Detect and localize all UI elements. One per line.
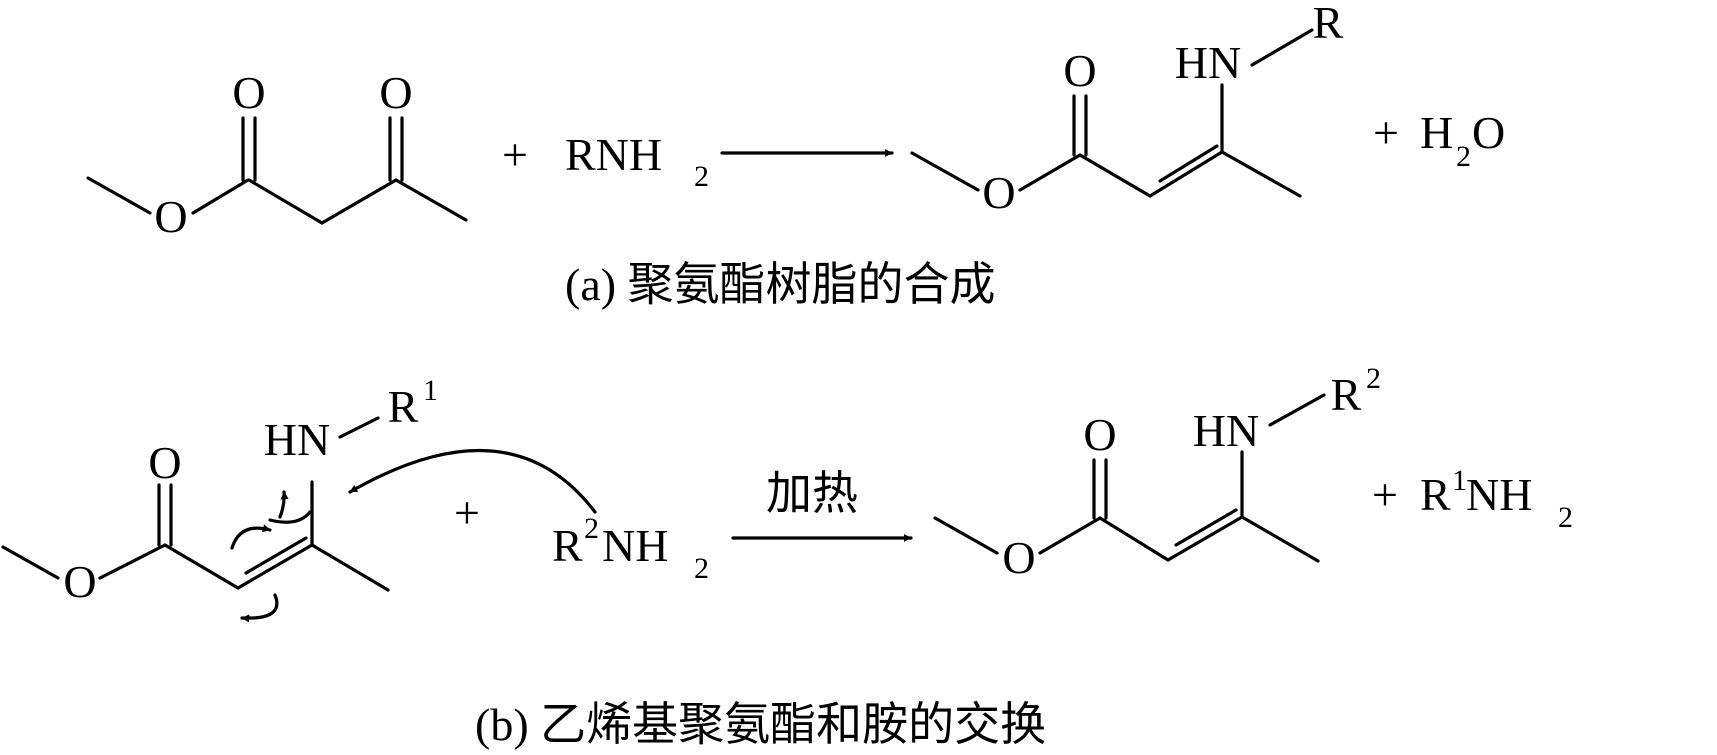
reaction-condition: 加热	[766, 468, 858, 519]
nucleophilic-attack-arrow	[348, 448, 597, 514]
water-h: H	[1420, 107, 1453, 158]
r-group: R	[1331, 369, 1362, 420]
curved-arrow	[230, 524, 272, 550]
bond	[338, 416, 380, 439]
bond	[1166, 515, 1244, 562]
amine-hn: HN	[264, 414, 330, 465]
water-o: O	[1472, 107, 1505, 158]
curved-arrow	[268, 510, 312, 524]
reagent-amine: R 2 NH 2	[552, 512, 709, 585]
bond	[1220, 150, 1302, 198]
product-vinylogous-urethane: O O HN R 2	[933, 362, 1381, 583]
bond	[1, 545, 60, 580]
oxygen-atom: O	[1002, 532, 1035, 583]
plus-sign: +	[1373, 107, 1399, 158]
bond	[1148, 150, 1224, 198]
reactant-vinylogous-urethane: O O HN R 1	[1, 374, 438, 623]
subscript: 2	[1558, 501, 1573, 534]
amine-nh: NH	[1466, 469, 1532, 520]
plus-sign: +	[454, 487, 480, 538]
oxygen-atom: O	[148, 437, 181, 488]
bond	[910, 151, 980, 192]
bond	[163, 543, 240, 590]
reaction-a: O O O + RNH 2 O O HN R +	[86, 0, 1505, 310]
curved-arrow	[240, 593, 279, 623]
oxygen-atom: O	[982, 167, 1015, 218]
caption-b: (b) 乙烯基聚氨酯和胺的交换	[475, 699, 1046, 750]
byproduct-water: + H 2 O	[1373, 107, 1505, 173]
reaction-b: O O HN R 1 + R 2 NH 2 加热	[1, 362, 1573, 750]
oxygen-atom: O	[1063, 45, 1096, 96]
plus-sign: +	[502, 129, 528, 180]
bond	[1250, 28, 1314, 67]
oxygen-atom: O	[232, 67, 265, 118]
superscript: 1	[1452, 464, 1467, 497]
superscript: 1	[423, 374, 438, 407]
bond	[1038, 516, 1102, 555]
superscript: 2	[584, 512, 599, 545]
bond	[86, 176, 152, 215]
subscript: 2	[694, 552, 709, 585]
subscript: 2	[694, 160, 709, 193]
amine-nh: NH	[602, 520, 668, 571]
bond	[1268, 393, 1326, 427]
subscript: 2	[1456, 140, 1471, 173]
bond	[1174, 508, 1238, 547]
bond	[236, 543, 314, 590]
bond	[310, 543, 390, 592]
reagent-amine: RNH 2	[565, 129, 709, 193]
r-group: R	[388, 381, 419, 432]
bond	[1078, 153, 1152, 198]
curved-arrow	[278, 490, 289, 519]
bond	[1098, 516, 1170, 562]
byproduct-amine: + R 1 NH 2	[1372, 464, 1573, 534]
bond	[1158, 144, 1219, 183]
superscript: 2	[1366, 362, 1381, 395]
bond	[394, 178, 468, 222]
amine-hn: HN	[1175, 37, 1241, 88]
bond	[1240, 515, 1320, 563]
reactant-methyl-acetoacetate: O O O	[86, 67, 468, 242]
product-enamine-ester: O O HN R	[910, 0, 1344, 218]
amine-hn: HN	[1193, 405, 1259, 456]
r-group: R	[1313, 0, 1344, 48]
bond	[933, 516, 999, 555]
bond	[244, 536, 308, 575]
bond	[247, 178, 324, 225]
oxygen-atom: O	[63, 556, 96, 607]
oxygen-atom: O	[379, 67, 412, 118]
r-group: R	[1420, 469, 1451, 520]
bond	[1018, 153, 1082, 192]
r-group: R	[552, 520, 583, 571]
bond	[98, 543, 167, 580]
plus-sign: +	[1372, 469, 1398, 520]
caption-a: (a) 聚氨酯树脂的合成	[565, 259, 996, 310]
bond	[320, 178, 398, 225]
oxygen-atom: O	[154, 191, 187, 242]
oxygen-atom: O	[1083, 409, 1116, 460]
amine-formula: RNH	[565, 129, 662, 180]
bond	[191, 178, 250, 215]
